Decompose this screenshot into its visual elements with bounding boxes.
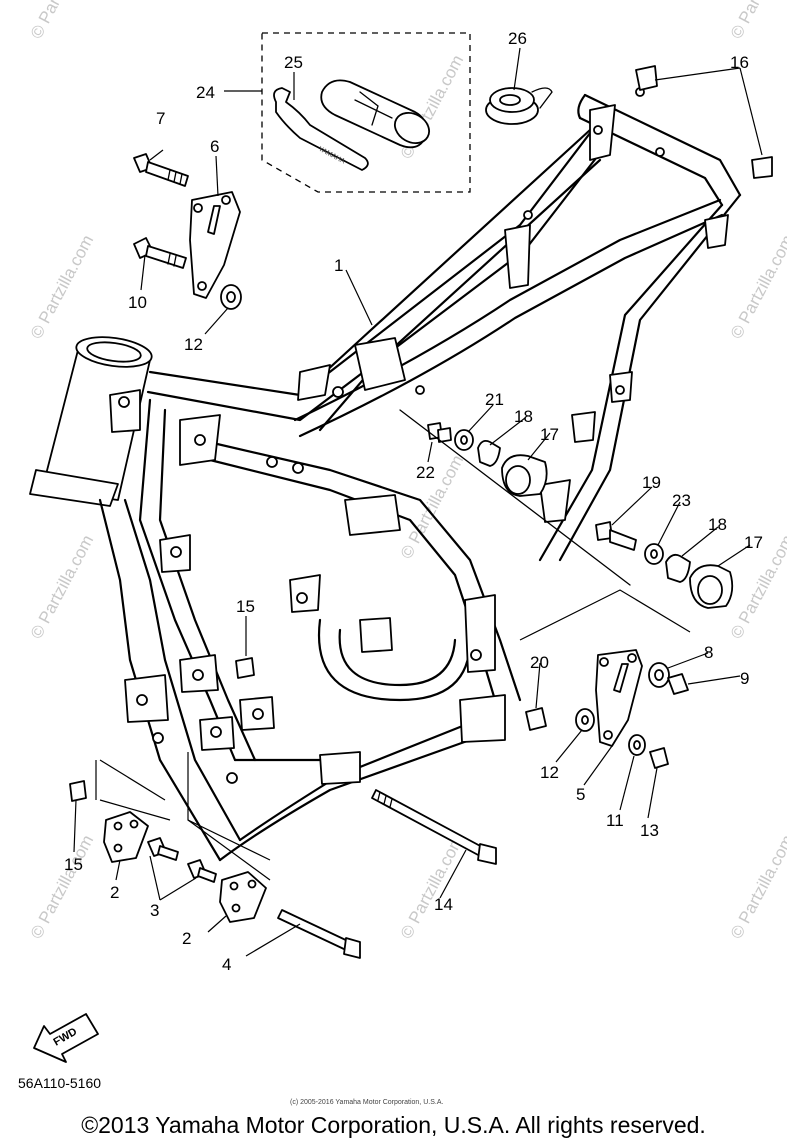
- part-5-bracket: [595, 649, 643, 747]
- part-15-nut-lower: [69, 780, 87, 802]
- label-17: 17: [744, 533, 763, 552]
- part-3-bolts: [147, 837, 217, 883]
- label-12: 12: [184, 335, 203, 354]
- leader-lines: [73, 47, 763, 957]
- label-15: 15: [64, 855, 83, 874]
- copyright-footer: ©2013 Yamaha Motor Corporation, U.S.A. A…: [81, 1112, 706, 1138]
- label-25: 25: [284, 53, 303, 72]
- upper-mount-group: [399, 409, 631, 586]
- label-20: 20: [530, 653, 549, 672]
- small-copyright: (c) 2005-2016 Yamaha Motor Corporation, …: [290, 1099, 443, 1106]
- label-1: 1: [334, 256, 343, 275]
- label-24: 24: [196, 83, 215, 102]
- part-25-tool-bag: [320, 79, 430, 149]
- label-11: 11: [606, 811, 624, 830]
- part-16-caps: [635, 65, 773, 179]
- part-2-bracket-lower: [219, 871, 267, 923]
- part-2-bracket-upper: [103, 811, 149, 863]
- label-23: 23: [672, 491, 691, 510]
- label-2: 2: [110, 883, 119, 902]
- lower-right-hardware: [575, 708, 669, 769]
- part-labels: 1 2 2 3 4 5 6 7 8 9 10 11 12 12 12 13 14…: [64, 29, 763, 974]
- tool-kit-box: [261, 32, 471, 193]
- label-2: 2: [182, 929, 191, 948]
- mount-region-line: [519, 589, 691, 641]
- label-9: 9: [740, 669, 749, 688]
- label-4: 4: [222, 955, 231, 974]
- part-7-bolt: [133, 153, 189, 187]
- watermark: © Partzilla.com: [727, 0, 787, 42]
- part-10-bolt: [133, 237, 187, 269]
- part-12-washer: [220, 284, 242, 310]
- label-19: 19: [642, 473, 661, 492]
- label-7: 7: [156, 109, 165, 128]
- label-6: 6: [210, 137, 219, 156]
- watermark: © Partzilla.com: [27, 532, 98, 642]
- part-26-grommet: [485, 87, 553, 125]
- label-15: 15: [236, 597, 255, 616]
- part-6-bracket: [189, 191, 241, 299]
- label-8: 8: [704, 643, 713, 662]
- lower-left-guides: [95, 752, 271, 881]
- diagram-code: 56A110-5160: [18, 1075, 101, 1091]
- label-14: 14: [434, 895, 453, 914]
- label-17: 17: [540, 425, 559, 444]
- label-22: 22: [416, 463, 435, 482]
- label-3: 3: [150, 901, 159, 920]
- watermark: © Partzilla.com: [27, 232, 98, 342]
- part-4-long-bolt: [277, 909, 361, 959]
- watermark: © Partzilla.com: [397, 832, 468, 942]
- label-5: 5: [576, 785, 585, 804]
- label-13: 13: [640, 821, 659, 840]
- label-10: 10: [128, 293, 147, 312]
- part-20-nut: [525, 707, 547, 731]
- fwd-arrow-icon: FWD: [33, 1013, 99, 1063]
- label-18: 18: [708, 515, 727, 534]
- label-21: 21: [485, 390, 504, 409]
- label-16: 16: [730, 53, 749, 72]
- middle-mount-group: [595, 521, 734, 609]
- part-14-long-bolt: [371, 789, 497, 865]
- part-8-9-hardware: [648, 662, 689, 695]
- watermark: © Partzilla.com: [27, 0, 98, 42]
- label-26: 26: [508, 29, 527, 48]
- label-12: 12: [540, 763, 559, 782]
- watermark: © Partzilla.com: [727, 232, 787, 342]
- label-18: 18: [514, 407, 533, 426]
- main-frame: [29, 87, 742, 862]
- watermark: © Partzilla.com: [27, 832, 98, 942]
- part-15-nut-upper: [235, 657, 255, 679]
- watermark: © Partzilla.com: [727, 832, 787, 942]
